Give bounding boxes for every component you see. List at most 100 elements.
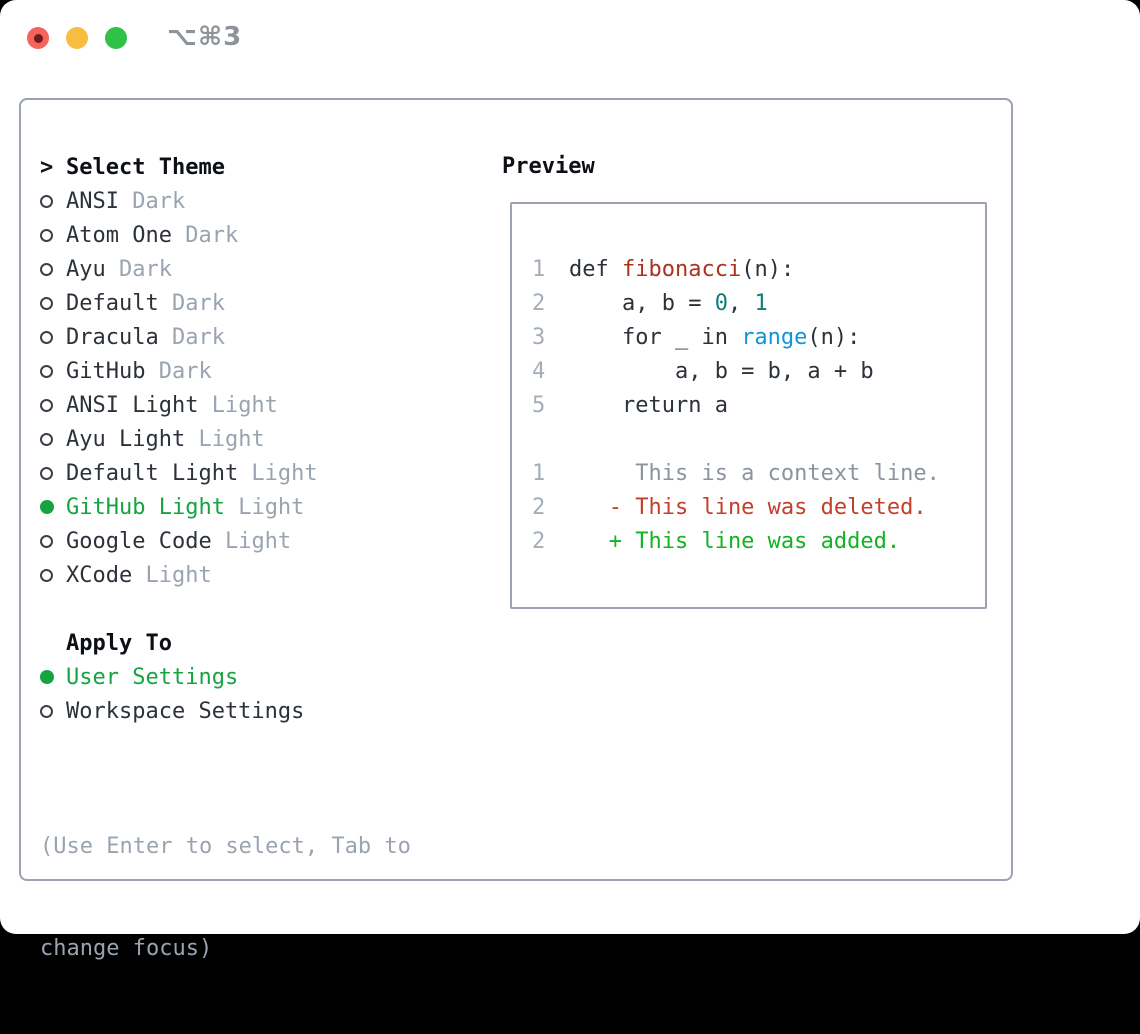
theme-option-label: GitHub Light Light [66, 495, 304, 520]
radio-unselected-icon [40, 194, 53, 208]
radio-selected-icon [40, 500, 54, 514]
option-variant: Light [238, 460, 318, 486]
code-line: 2 - This line was deleted. [532, 491, 985, 525]
option-variant: Dark [118, 188, 186, 214]
radio-slot [40, 364, 66, 378]
theme-option-label: XCode Light [66, 563, 212, 588]
help-line-1: (Use Enter to select, Tab to [40, 834, 411, 859]
radio-unselected-icon [40, 432, 53, 446]
code-line: 2 a, b = 0, 1 [532, 287, 985, 321]
preview-heading: Preview [502, 154, 595, 179]
line-number: 2 [532, 495, 546, 520]
option-name: Ayu [66, 256, 106, 282]
radio-unselected-icon [40, 398, 53, 412]
theme-option-label: Google Code Light [66, 529, 291, 554]
close-dot-icon [33, 33, 43, 43]
theme-option[interactable]: ANSI Dark [40, 184, 318, 218]
theme-option[interactable]: Atom One Dark [40, 218, 318, 252]
option-variant: Dark [171, 222, 239, 248]
code-line: 2 + This line was added. [532, 525, 985, 559]
theme-option-label: Default Dark [66, 291, 225, 316]
code-segment: return a [569, 393, 728, 418]
radio-unselected-icon [40, 330, 53, 344]
help-line-2: change focus) [40, 936, 213, 961]
code-segment: - This line was deleted. [569, 495, 927, 520]
radio-unselected-icon [40, 364, 53, 378]
theme-option-label: Default Light Light [66, 461, 318, 486]
theme-option-label: Atom One Dark [66, 223, 238, 248]
code-segment: fibonacci [621, 257, 742, 282]
option-variant: Light [211, 528, 292, 554]
code-segment: a, b = b, a + b [569, 359, 874, 384]
theme-option-label: Dracula Dark [66, 325, 225, 350]
theme-option-label: Ayu Dark [66, 257, 172, 282]
option-variant: Dark [105, 256, 172, 282]
traffic-lights [27, 27, 127, 49]
zoom-button[interactable] [105, 27, 127, 49]
theme-option[interactable]: GitHub Dark [40, 354, 318, 388]
cursor-icon: > [40, 154, 54, 180]
code-segment: This is a context line. [569, 461, 940, 486]
option-variant: Dark [145, 358, 212, 384]
option-name: User Settings [66, 664, 239, 690]
radio-slot [40, 398, 66, 412]
line-number: 3 [532, 325, 546, 350]
theme-option[interactable]: GitHub Light Light [40, 490, 318, 524]
minimize-button[interactable] [66, 27, 88, 49]
code-line: 4 a, b = b, a + b [532, 355, 985, 389]
theme-option[interactable]: ANSI Light Light [40, 388, 318, 422]
option-name: Google Code [66, 528, 212, 554]
option-name: ANSI [66, 188, 119, 214]
theme-option[interactable]: Default Light Light [40, 456, 318, 490]
theme-option-label: ANSI Dark [66, 189, 185, 214]
option-name: Default Light [66, 460, 239, 486]
apply-option[interactable]: User Settings [40, 660, 304, 694]
apply-option-label: User Settings [66, 665, 238, 690]
radio-slot [40, 432, 66, 446]
option-variant: Light [224, 494, 305, 520]
theme-option[interactable]: Google Code Light [40, 524, 318, 558]
code-segment: 1 [754, 291, 768, 316]
code-segment: , [727, 291, 755, 316]
radio-slot [40, 670, 66, 684]
option-name: XCode [66, 562, 133, 588]
option-variant: Light [132, 562, 212, 588]
option-name: Atom One [66, 222, 172, 248]
radio-slot [40, 262, 66, 276]
radio-slot [40, 330, 66, 344]
help-text: (Use Enter to select, Tab to change focu… [40, 762, 411, 1034]
theme-option[interactable]: Dracula Dark [40, 320, 318, 354]
apply-option[interactable]: Workspace Settings [40, 694, 304, 728]
radio-unselected-icon [40, 704, 53, 718]
theme-option-label: Ayu Light Light [66, 427, 265, 452]
theme-option[interactable]: XCode Light [40, 558, 318, 592]
radio-unselected-icon [40, 534, 53, 548]
theme-option[interactable]: Default Dark [40, 286, 318, 320]
radio-selected-icon [40, 670, 54, 684]
line-number: 2 [532, 529, 546, 554]
option-name: GitHub [66, 358, 146, 384]
radio-slot [40, 466, 66, 480]
option-variant: Dark [158, 324, 225, 350]
code-line: 1 This is a context line. [532, 457, 985, 491]
radio-slot [40, 296, 66, 310]
code-segment: range [741, 325, 808, 350]
theme-option[interactable]: Ayu Dark [40, 252, 318, 286]
apply-to-header: Apply To [40, 626, 304, 660]
option-name: Dracula [66, 324, 159, 350]
code-line: 3 for _ in range(n): [532, 321, 985, 355]
option-name: Ayu Light [66, 426, 186, 452]
apply-option-label: Workspace Settings [66, 699, 304, 724]
close-button[interactable] [27, 27, 49, 49]
code-line: 5 return a [532, 389, 985, 423]
radio-slot [40, 534, 66, 548]
code-segment: def [569, 257, 622, 282]
code-segment: 0 [714, 291, 728, 316]
radio-slot [40, 500, 66, 514]
theme-option[interactable]: Ayu Light Light [40, 422, 318, 456]
